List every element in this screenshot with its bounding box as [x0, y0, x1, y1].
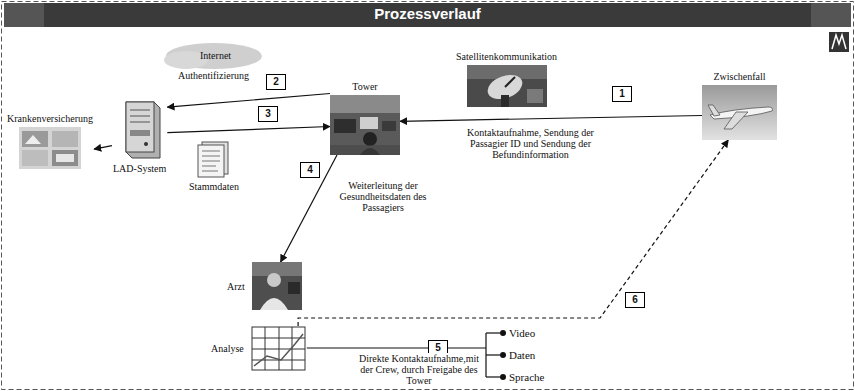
image-node: Krankenversicherung	[6, 112, 94, 169]
flow-arrow	[167, 94, 330, 108]
document-icon	[194, 140, 234, 178]
step-description: Kontaktaufnahme, Sendung der Passagier I…	[458, 127, 603, 160]
network-label: Internet	[200, 50, 231, 61]
image-node: Stammdaten	[188, 140, 240, 193]
server-icon	[116, 98, 164, 160]
node-label: Tower	[351, 80, 378, 93]
channel-label: Daten	[509, 349, 535, 362]
step-description: Direkte Kontaktaufnahme,mit der Crew, du…	[356, 353, 482, 386]
corner-logo	[829, 32, 849, 52]
channel-dot	[500, 330, 506, 380]
image-node: LAD-System	[112, 98, 167, 175]
title-bar-pattern	[4, 3, 44, 27]
channel-label: Video	[509, 327, 535, 340]
flow-arrow	[400, 116, 702, 122]
node-label: Stammdaten	[188, 180, 240, 193]
node-label: Zwischenfall	[712, 70, 766, 83]
diagram-title: Prozessverlauf	[0, 5, 855, 22]
title-bar-pattern	[811, 3, 851, 27]
insurance-picture	[19, 127, 81, 169]
satellite-picture	[467, 65, 547, 107]
callout-number: 3	[258, 106, 278, 122]
callout-number: 4	[300, 162, 320, 178]
image-node: Arzt	[226, 262, 302, 310]
dashed-arrow	[298, 140, 728, 326]
step-description: Weiterleitung der Gesundheitsdaten des P…	[338, 180, 428, 213]
flow-arrow	[281, 155, 337, 262]
image-node: Zwischenfall	[702, 70, 777, 140]
image-node: Satellitenkommunikation	[455, 50, 558, 107]
node-label: Analyse	[210, 342, 245, 355]
node-label: Krankenversicherung	[6, 112, 94, 125]
doctor-picture	[252, 262, 302, 310]
node-label: LAD-System	[112, 162, 167, 175]
step-label: Authentifizierung	[178, 70, 249, 81]
image-node: Tower	[330, 80, 400, 155]
callout-number: 2	[266, 74, 286, 90]
image-node: Analyse	[210, 326, 306, 371]
callout-number: 1	[612, 86, 632, 102]
channel-label: Sprache	[509, 371, 544, 384]
flow-arrow	[167, 127, 330, 133]
tower-picture	[330, 95, 400, 155]
analysis-grid	[251, 326, 306, 371]
airplane-picture	[702, 85, 777, 140]
flow-arrow	[94, 146, 112, 149]
node-label: Arzt	[226, 280, 246, 293]
callout-number: 6	[625, 292, 645, 308]
node-label: Satellitenkommunikation	[455, 50, 558, 63]
